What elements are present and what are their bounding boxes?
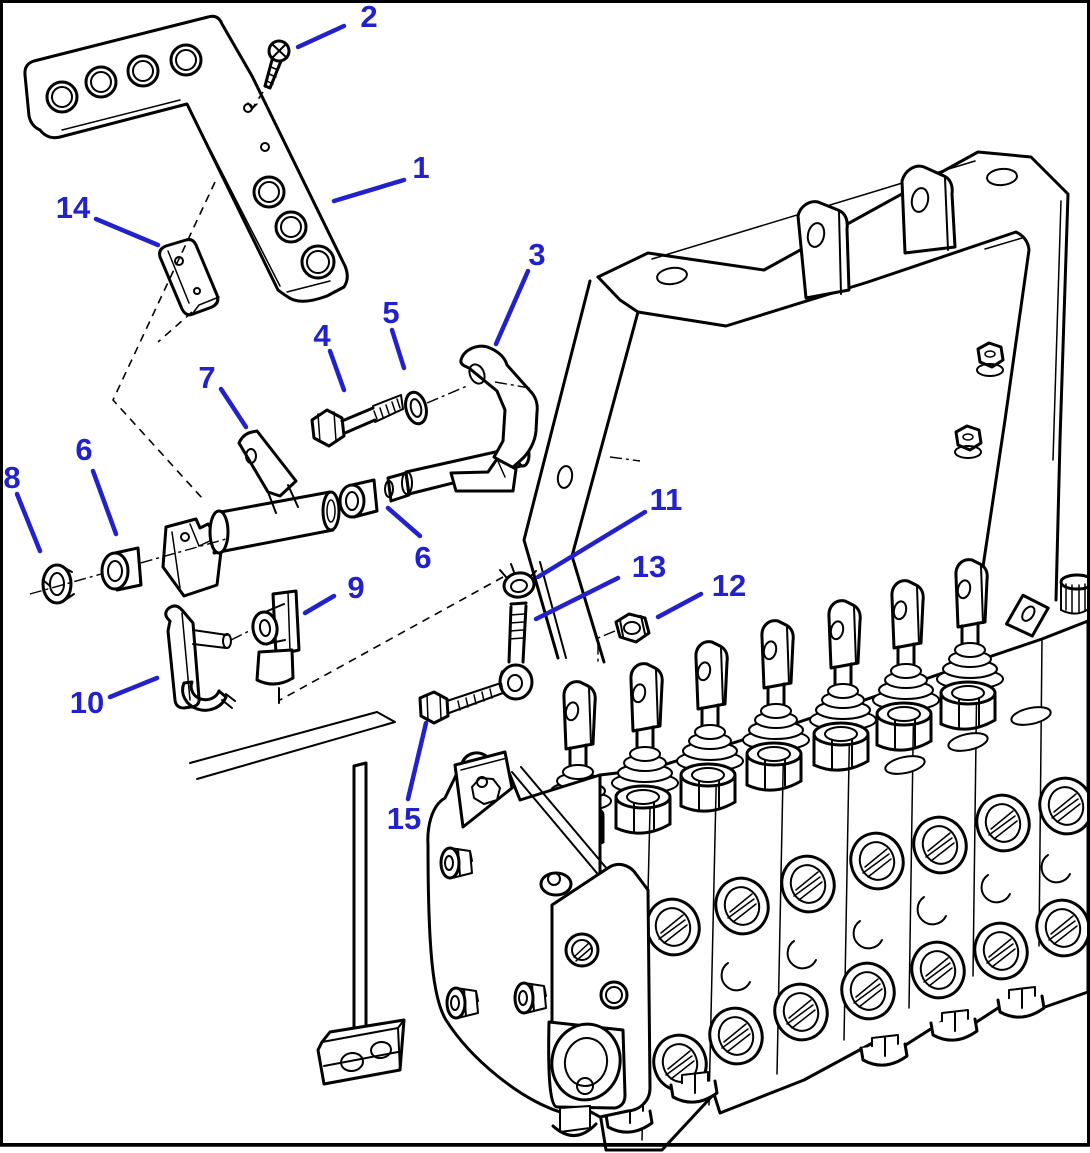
- callout-7: 7: [198, 360, 249, 430]
- snap-ring-small: [41, 563, 75, 605]
- callout-9-label: 9: [347, 570, 364, 605]
- machine-screw: [247, 39, 291, 110]
- pivot-bracket: [449, 344, 539, 493]
- bracket-centerline: [494, 381, 641, 462]
- spacer-block: [158, 238, 220, 317]
- callout-15-label: 15: [387, 801, 421, 836]
- snap-ring-link: [499, 563, 537, 599]
- callout-7-label: 7: [198, 360, 215, 395]
- callout-2-label: 2: [360, 0, 377, 34]
- nut-centerline: [597, 630, 616, 665]
- callout-3: 3: [493, 237, 546, 347]
- callout-14-label: 14: [56, 190, 91, 225]
- valve-end-cover: [426, 750, 652, 1137]
- callout-4: 4: [313, 318, 347, 393]
- lock-washer: [404, 390, 428, 426]
- callout-6-right: 6: [385, 505, 432, 575]
- callout-14: 14: [56, 190, 161, 248]
- eyebolt-link: [498, 601, 534, 701]
- callout-9: 9: [302, 570, 365, 616]
- mounting-frame: [522, 150, 1070, 664]
- callout-1-label: 1: [412, 150, 429, 185]
- callout-15: 15: [387, 720, 429, 836]
- callout-11: 11: [535, 482, 683, 580]
- swivel-centerline: [230, 629, 252, 641]
- callout-10-label: 10: [70, 685, 104, 720]
- assembly-guide-lines: [112, 181, 216, 499]
- pedal-plate: [23, 14, 349, 303]
- control-valve-bank: [189, 558, 1090, 1152]
- callout-5-label: 5: [382, 295, 399, 330]
- bushing-right: [338, 478, 379, 519]
- callout-5: 5: [382, 295, 407, 371]
- callout-6-left-label: 6: [75, 432, 92, 467]
- callout-2: 2: [295, 0, 378, 50]
- callout-8: 8: [3, 460, 43, 554]
- callout-12-label: 12: [712, 568, 746, 603]
- callout-11-label: 11: [650, 482, 683, 517]
- link-guide-dash: [278, 576, 504, 704]
- callouts: 1 2 3 4 5 6 6 7 8 9 10 11 12 13 14: [3, 0, 746, 836]
- mounting-strip: [189, 711, 406, 1086]
- lock-bracket: [164, 604, 236, 712]
- callout-6-left: 6: [75, 432, 119, 537]
- hex-bolt: [310, 394, 404, 448]
- callout-12: 12: [655, 568, 746, 620]
- callout-10: 10: [70, 675, 160, 720]
- bushing-left: [100, 546, 143, 592]
- callout-1: 1: [331, 150, 430, 204]
- callout-8-label: 8: [3, 460, 20, 495]
- link-bolt: [418, 682, 504, 725]
- callout-13: 13: [533, 549, 666, 622]
- callout-4-label: 4: [313, 318, 331, 353]
- filter-cap: [1059, 573, 1090, 615]
- callout-6-right-label: 6: [414, 540, 431, 575]
- swivel: [251, 589, 301, 686]
- lever-weldment: [161, 429, 341, 598]
- lock-nut: [614, 612, 651, 644]
- callout-3-label: 3: [528, 237, 545, 272]
- bolt-centerline: [426, 385, 468, 404]
- callout-13-label: 13: [632, 549, 666, 584]
